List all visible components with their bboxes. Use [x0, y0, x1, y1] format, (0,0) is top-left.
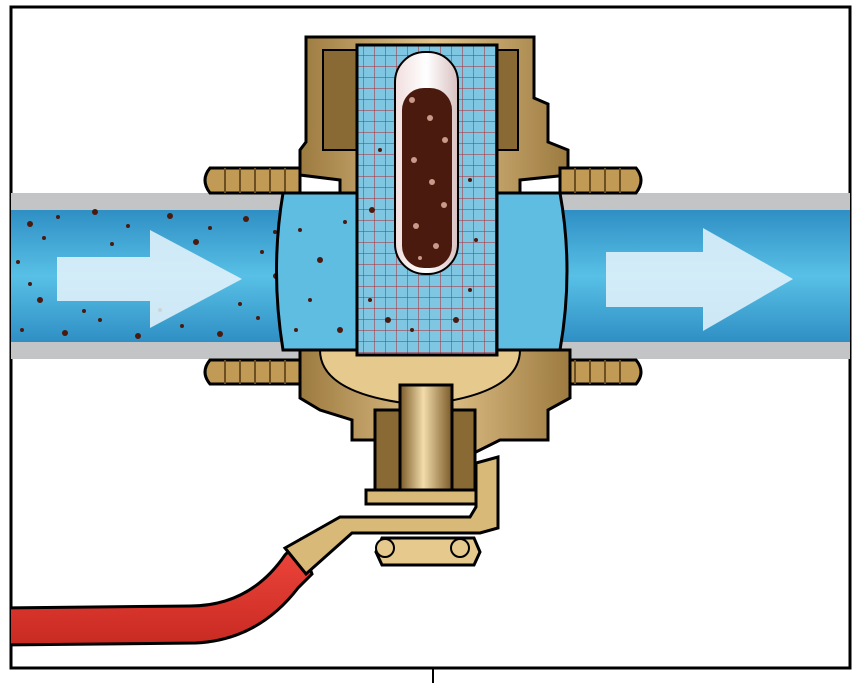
- handle-stem: [282, 455, 500, 577]
- drain-plug: [398, 383, 454, 497]
- outlet-chamber-water: [488, 191, 569, 352]
- drain-washer: [364, 488, 478, 506]
- nut-threads: [224, 168, 621, 384]
- drain-valve-handle: [11, 537, 314, 647]
- hex-nut-right-top: [558, 166, 643, 195]
- hex-nut-right-bottom: [558, 358, 643, 386]
- drain-nut-bolt-left: [375, 538, 395, 558]
- debris-trapped: [294, 88, 478, 333]
- debris-texture: [409, 97, 448, 260]
- flow-arrow-out: [606, 228, 793, 331]
- flow-arrow-in: [57, 230, 242, 328]
- drain-nut-bolt-right: [450, 538, 470, 558]
